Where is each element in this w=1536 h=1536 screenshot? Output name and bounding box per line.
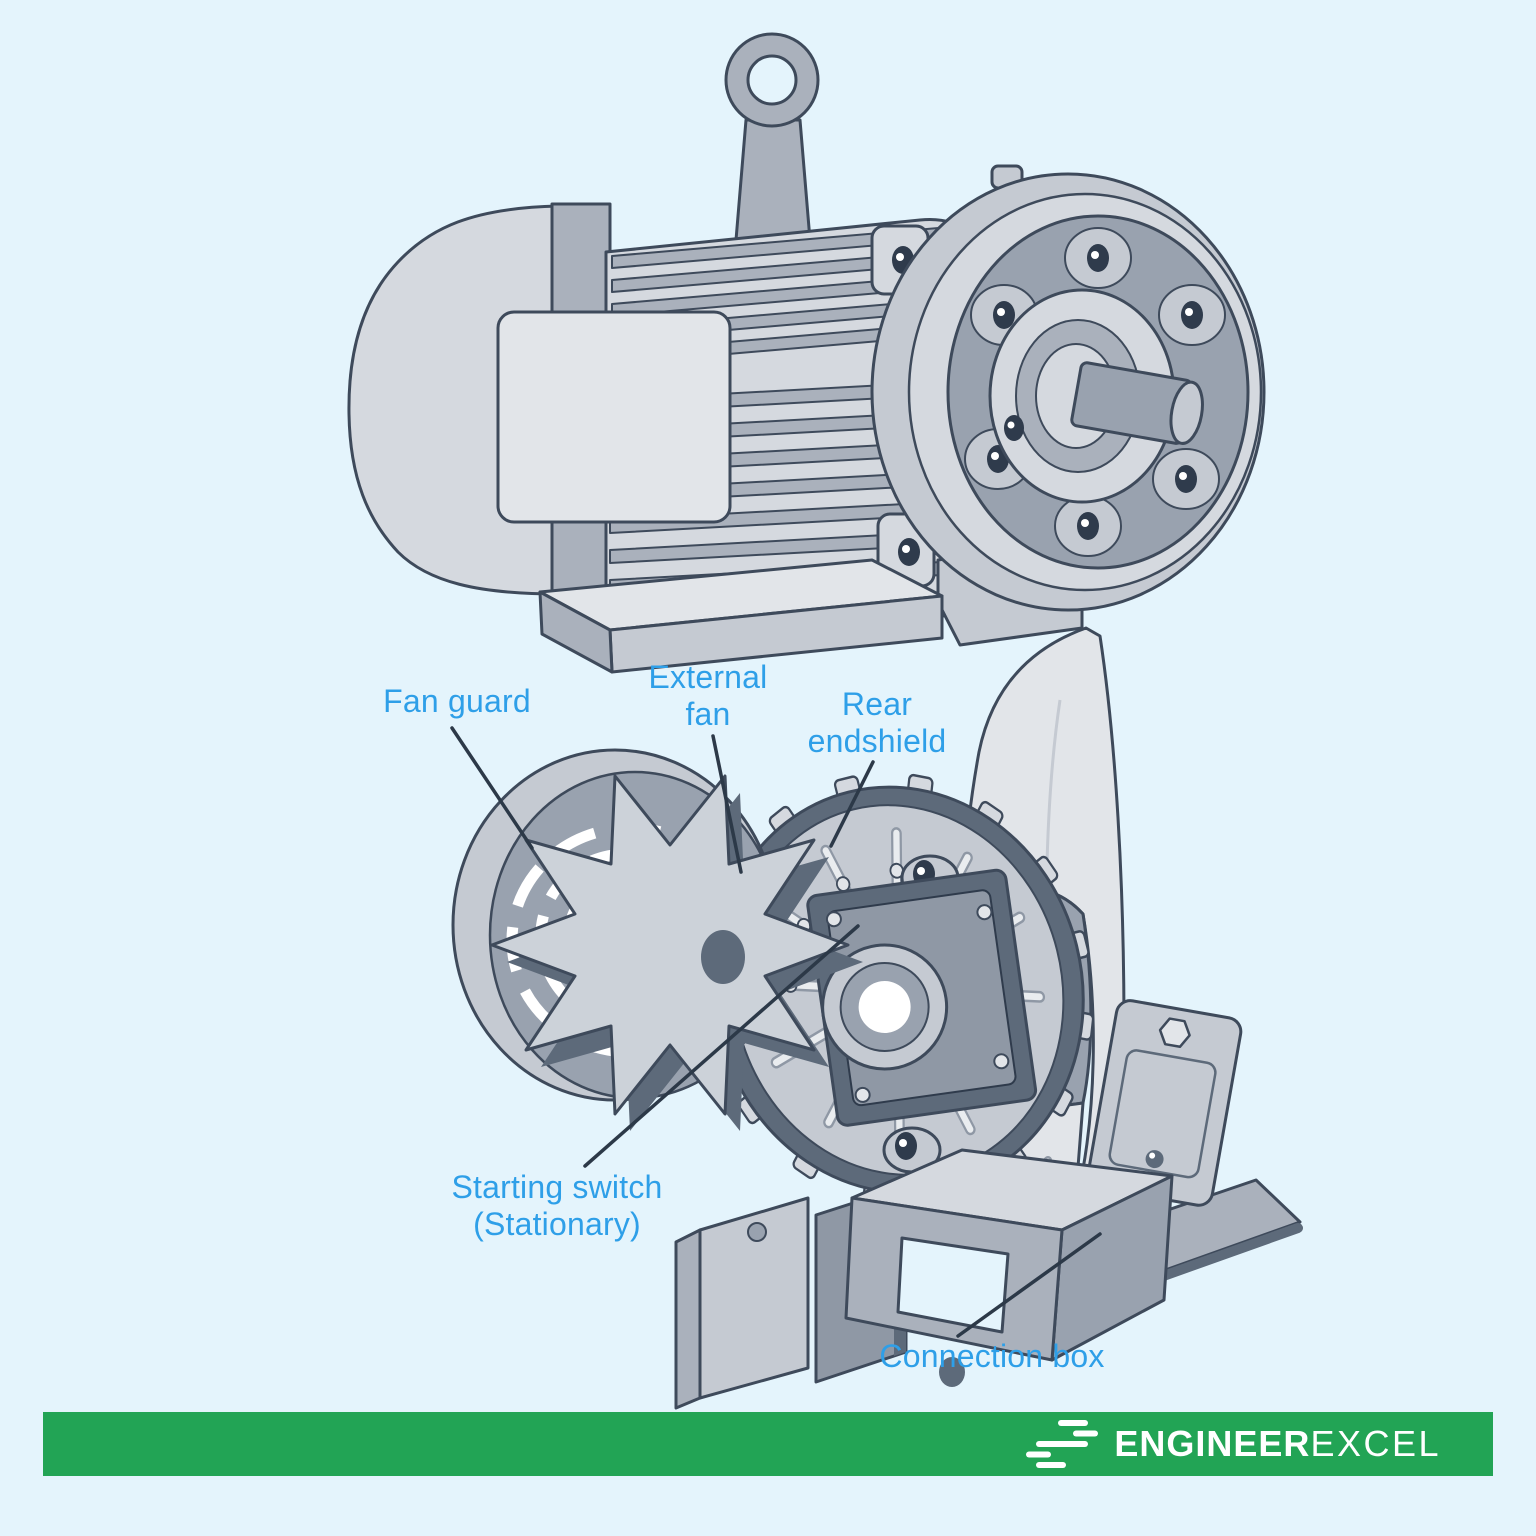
label-connection-box: Connection box bbox=[879, 1338, 1105, 1374]
leader-lines bbox=[450, 726, 1102, 1338]
assembled-motor bbox=[347, 32, 1266, 674]
flange-bolts bbox=[987, 244, 1203, 540]
label-rear-endshield: Rear endshield bbox=[807, 686, 947, 759]
junction-box bbox=[496, 310, 732, 524]
label-starting-switch: Starting switch (Stationary) bbox=[451, 1169, 663, 1242]
switch-bracket bbox=[1086, 999, 1243, 1207]
fan-hub bbox=[701, 930, 745, 984]
hex-bolt bbox=[1158, 1017, 1191, 1049]
lifting-eye-bolt bbox=[724, 32, 820, 242]
speed-lines-icon bbox=[1026, 1420, 1099, 1468]
leader-external-fan bbox=[711, 734, 743, 874]
leader-fan-guard bbox=[450, 726, 534, 850]
external-fan-part bbox=[490, 774, 863, 1131]
label-fan-guard: Fan guard bbox=[383, 683, 531, 719]
connection-box-body bbox=[844, 1148, 1174, 1387]
leader-connection-box bbox=[956, 1232, 1102, 1338]
footer-banner: ENGINEEREXCEL bbox=[43, 1412, 1493, 1476]
brand-engineer: ENGINEER bbox=[1114, 1423, 1311, 1464]
leader-starting-switch bbox=[583, 924, 860, 1168]
exploded-view bbox=[450, 626, 1303, 1410]
box-cover-plate bbox=[674, 1196, 810, 1410]
connection-box-part bbox=[674, 1148, 1174, 1410]
label-external-fan: External fan bbox=[648, 659, 768, 732]
leader-rear-endshield bbox=[829, 760, 875, 848]
motor-shaft bbox=[1070, 361, 1204, 445]
brand-wordmark: ENGINEEREXCEL bbox=[1114, 1423, 1441, 1465]
brand-excel: EXCEL bbox=[1310, 1423, 1441, 1464]
front-endshield bbox=[870, 172, 1266, 612]
starting-switch-part bbox=[806, 868, 1038, 1127]
